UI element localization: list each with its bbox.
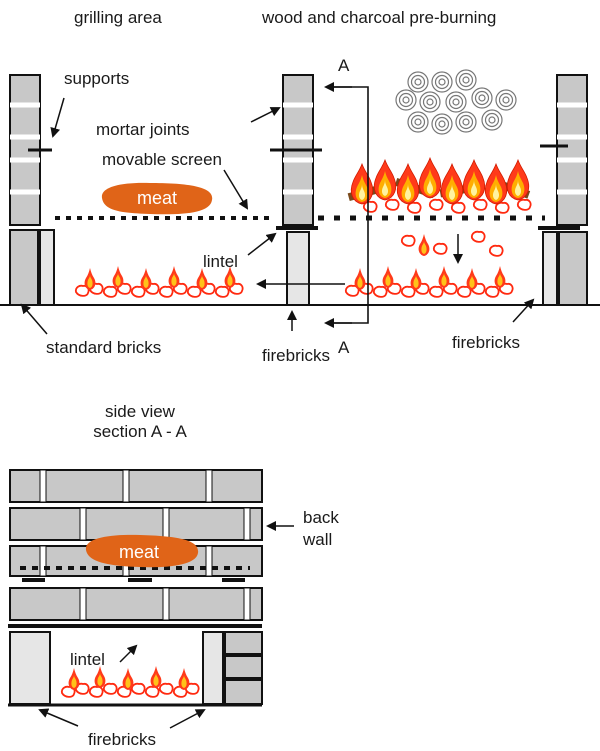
side-view	[8, 469, 294, 729]
label-firebricks-center: firebricks	[262, 346, 331, 365]
label-grilling-area: grilling area	[74, 8, 162, 27]
top-view	[0, 69, 600, 335]
falling-embers	[400, 230, 504, 264]
label-lintel-side: lintel	[70, 650, 105, 669]
leader-arrows	[20, 97, 535, 335]
brick-row-2	[9, 507, 263, 541]
side-embers	[60, 666, 200, 698]
meat-shape	[101, 182, 213, 215]
label-firebricks-side: firebricks	[88, 730, 157, 749]
label-standard-bricks: standard bricks	[46, 338, 162, 357]
label-meat-top: meat	[137, 188, 178, 208]
label-mortar-joints: mortar joints	[96, 120, 190, 139]
wood-logs	[395, 69, 517, 135]
left-brick-column	[9, 74, 55, 306]
firebrick-left-side	[9, 631, 51, 705]
label-wall: wall	[303, 530, 333, 549]
right-brick-column	[538, 74, 588, 306]
label-lintel-top: lintel	[203, 252, 238, 271]
brick-row-1	[9, 469, 263, 503]
standard-bricks-side-right	[224, 631, 263, 705]
label-section-a-bottom: A	[338, 338, 350, 357]
label-meat-side: meat	[119, 542, 160, 562]
section-line-a-a	[324, 82, 369, 328]
side-leader-arrows	[38, 521, 294, 729]
label-movable-screen: movable screen	[102, 150, 223, 169]
preburn-fire	[347, 157, 532, 214]
label-supports: supports	[64, 69, 130, 88]
meat-shape-side	[85, 534, 199, 568]
label-preburning: wood and charcoal pre-burning	[262, 8, 497, 27]
label-back: back	[303, 508, 339, 527]
middle-brick-column	[270, 74, 322, 306]
firebrick-middle	[286, 231, 310, 306]
label-firebricks-right: firebricks	[452, 333, 521, 352]
firebrick-right-side	[202, 631, 224, 705]
label-section-a-top: A	[338, 56, 350, 75]
brick-row-4	[9, 587, 263, 621]
label-side-view: side view	[105, 402, 175, 421]
preburn-embers	[344, 266, 514, 298]
label-section-a-a: section A - A	[93, 422, 187, 441]
